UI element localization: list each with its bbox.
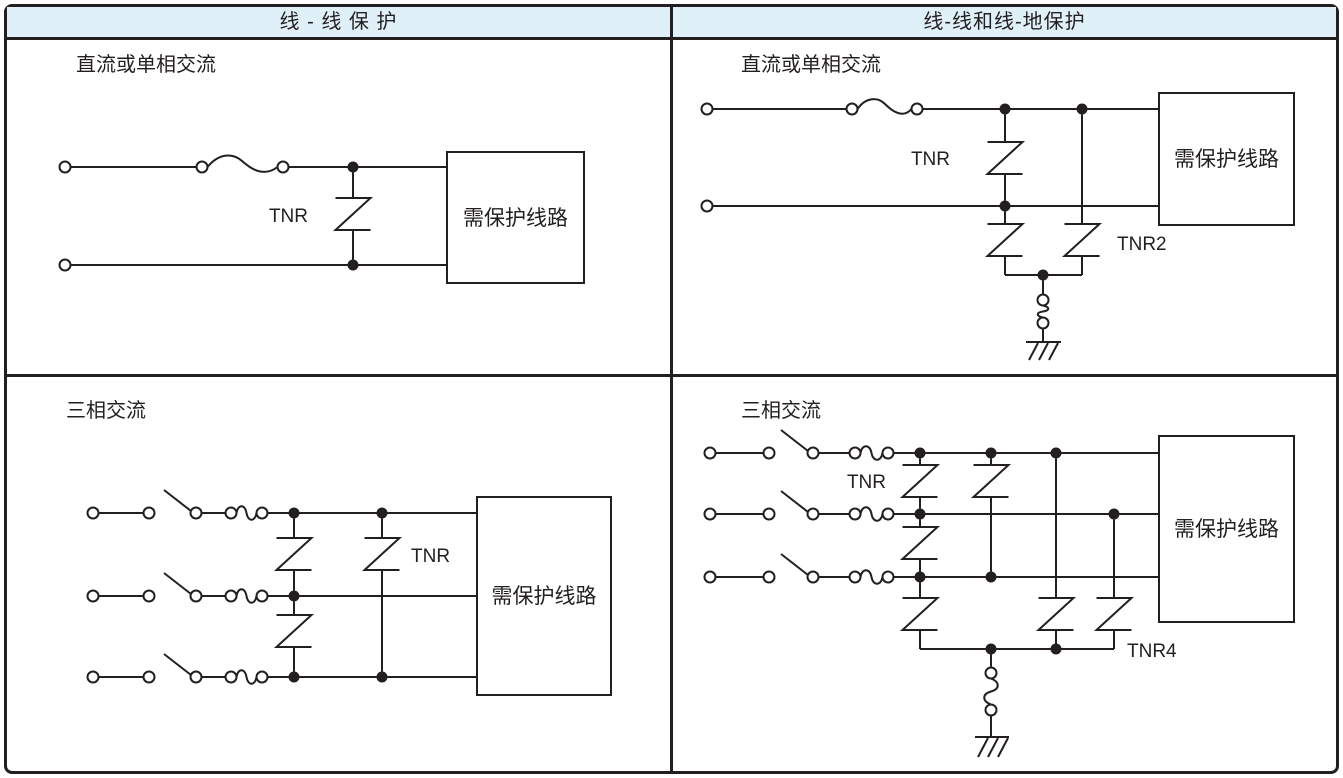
- fuse-squiggle: [235, 669, 258, 685]
- earth-ground-icon: [1026, 341, 1061, 361]
- header-line-line-and-line-ground-protection: 线-线和线-地保护: [673, 7, 1336, 37]
- junction-dot: [1037, 269, 1049, 281]
- diagram-three-phase-line-line-ground: 三相交流: [703, 399, 1295, 758]
- terminal-circle: [700, 102, 714, 116]
- protected-circuit-box: 需保护线路: [446, 151, 585, 284]
- junction-dot: [347, 259, 359, 271]
- varistor-column-l1-l2-l3: [273, 518, 315, 672]
- phase-line-2: [703, 490, 1159, 522]
- switch-blade: [163, 489, 192, 512]
- junction-dot: [999, 103, 1011, 115]
- subtitle-three-phase-ac: 三相交流: [66, 399, 146, 422]
- tnr-label: TNR: [911, 149, 950, 170]
- ground-varistor-left: [984, 211, 1026, 275]
- bottom-conductor: [700, 199, 1159, 213]
- diagram-three-phase-line-line: 三相交流: [66, 399, 612, 696]
- phase-line-1: [86, 489, 477, 521]
- switch-blade: [780, 553, 809, 576]
- switch-blade: [780, 429, 809, 452]
- switch-blade: [163, 653, 192, 676]
- varistor-tnr: [332, 172, 374, 260]
- ground-bus-and-earth: [1005, 269, 1082, 361]
- protected-circuit-label: 需保护线路: [1174, 148, 1279, 171]
- subtitle-dc-or-single-phase-ac: 直流或单相交流: [741, 53, 881, 76]
- protected-circuit-label: 需保护线路: [1174, 518, 1279, 541]
- protected-circuit-label: 需保护线路: [492, 585, 597, 608]
- ground-varistor-from-l2: [1093, 519, 1135, 649]
- row-divider: [7, 374, 1336, 377]
- column-divider: [670, 7, 673, 771]
- diagram-dc-single-phase-line-line-ground: 直流或单相交流 TNR TNR2: [700, 53, 1295, 361]
- earth-ground-icon: [975, 736, 1009, 758]
- bottom-conductor: [58, 258, 447, 272]
- switch-blade: [163, 572, 192, 595]
- protected-circuit-box: 需保护线路: [476, 496, 612, 696]
- ground-varistor-right: [1061, 223, 1103, 275]
- phase-line-2: [86, 572, 477, 604]
- header-underline: [7, 37, 1336, 40]
- varistor-column-l1-l3: [970, 458, 1012, 572]
- tnr-label: TNR: [411, 546, 450, 567]
- protected-circuit-box: 需保护线路: [1158, 435, 1295, 623]
- terminal-circle: [58, 160, 72, 174]
- ground-fuse-squiggle: [983, 677, 999, 706]
- varistor-column-l1-l2-l3-ground: [899, 458, 941, 649]
- subtitle-three-phase-ac: 三相交流: [741, 399, 821, 422]
- phase-line-3: [86, 653, 477, 685]
- top-conductor: [700, 98, 1159, 116]
- protected-circuit-box: 需保护线路: [1158, 92, 1295, 226]
- subtitle-dc-or-single-phase-ac: 直流或单相交流: [76, 53, 216, 76]
- terminal-circle: [58, 258, 72, 272]
- fuse-squiggle: [859, 445, 884, 461]
- phase-line-1: [703, 429, 1159, 461]
- header-line-line-protection: 线 - 线 保 护: [7, 7, 670, 37]
- tnr4-label: TNR4: [1127, 641, 1177, 662]
- fuse-squiggle: [859, 506, 884, 522]
- junction-dot: [999, 200, 1011, 212]
- tnr-label: TNR: [269, 206, 308, 227]
- ground-bus-and-earth: [920, 643, 1114, 758]
- ground-fuse-squiggle: [1036, 304, 1050, 319]
- protected-circuit-label: 需保护线路: [463, 207, 568, 230]
- junction-dot: [1076, 103, 1088, 115]
- fuse-symbol: [845, 98, 924, 116]
- tnr-label: TNR: [847, 472, 886, 493]
- junction-dot: [347, 161, 359, 173]
- phase-line-3: [703, 553, 1159, 585]
- switch-blade: [780, 490, 809, 513]
- fuse-squiggle: [859, 569, 884, 585]
- terminal-circle: [700, 199, 714, 213]
- ground-varistor-from-l1: [1035, 458, 1077, 649]
- varistor-column-l1-l3: [361, 518, 403, 672]
- fuse-squiggle: [235, 505, 258, 521]
- fuse-squiggle: [235, 588, 258, 604]
- fuse-symbol: [195, 154, 290, 174]
- varistor-tnr: [984, 114, 1026, 201]
- top-conductor: [58, 154, 447, 174]
- tnr2-label: TNR2: [1117, 234, 1167, 255]
- diagram-dc-single-phase-line-line: 直流或单相交流 TNR 需保护线路: [58, 53, 585, 284]
